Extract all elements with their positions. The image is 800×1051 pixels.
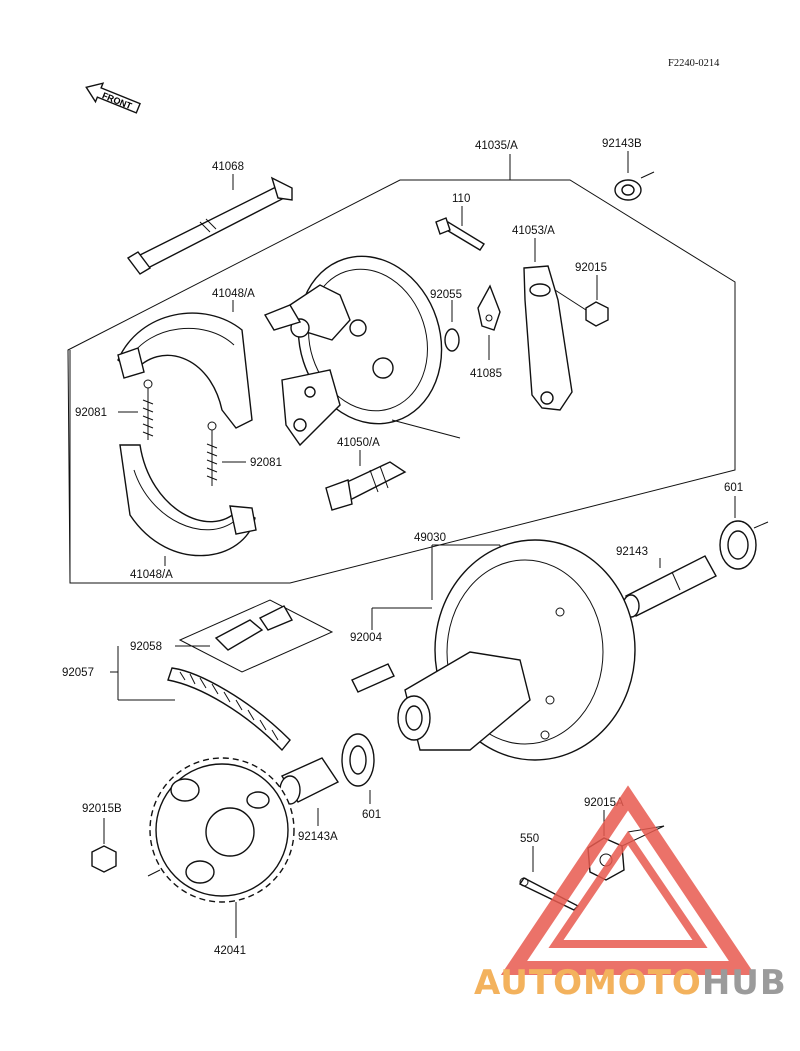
bearing-601-bottom — [341, 733, 375, 804]
label-92143B: 92143B — [602, 138, 642, 150]
label-110: 110 — [452, 193, 470, 205]
label-92015A: 92015A — [584, 797, 624, 809]
label-49030: 49030 — [414, 532, 446, 544]
label-41053A: 41053/A — [512, 225, 555, 237]
label-92015B: 92015B — [82, 803, 122, 815]
label-92143: 92143 — [616, 546, 648, 558]
label-92058: 92058 — [130, 641, 162, 653]
label-601-top: 601 — [724, 482, 743, 494]
indicator-41085 — [477, 284, 501, 360]
collar-92143B — [614, 151, 655, 201]
front-label: FRONT — [101, 90, 134, 111]
brake-cam-41050A — [325, 419, 461, 511]
label-92057: 92057 — [62, 667, 94, 679]
figure-code: F2240-0214 — [668, 58, 720, 69]
spring-92081-left — [142, 379, 154, 440]
drive-chain-92057 — [110, 646, 291, 752]
label-92015: 92015 — [575, 262, 607, 274]
stud-92004 — [351, 607, 432, 693]
label-41048A-bottom: 41048/A — [130, 569, 173, 581]
label-41068: 41068 — [212, 161, 244, 173]
label-41048A-top: 41048/A — [212, 288, 255, 300]
spring-92081-right — [206, 421, 218, 486]
cam-lever-41053A — [523, 238, 573, 411]
label-550: 550 — [520, 833, 539, 845]
collar-92143 — [622, 555, 717, 618]
front-arrow-icon: FRONT — [85, 82, 141, 114]
label-92143A: 92143A — [298, 831, 338, 843]
label-41085: 41085 — [470, 368, 502, 380]
oring-92055 — [444, 300, 460, 352]
svg-text:AUTOMOTOHUB: AUTOMOTOHUB — [474, 963, 787, 1003]
shaft-41068 — [126, 174, 293, 275]
brake-shoe-top — [117, 300, 253, 429]
label-92081-right: 92081 — [250, 457, 282, 469]
brake-assembly-outline — [67, 179, 736, 584]
watermark-logo: AUTOMOTOHUB — [474, 785, 787, 1003]
watermark-text-2: HUB — [702, 963, 787, 1003]
bearing-601-top — [719, 496, 769, 570]
watermark-text-1: AUTOMOTO — [474, 963, 702, 1003]
chain-joint-92058 — [175, 599, 334, 673]
label-42041: 42041 — [214, 945, 246, 957]
bolt-110 — [435, 206, 485, 251]
label-41050A: 41050/A — [337, 437, 380, 449]
label-92055: 92055 — [430, 289, 462, 301]
label-41035A: 41035/A — [475, 140, 518, 152]
brake-panel — [263, 255, 443, 447]
wheel-hub-49030 — [397, 539, 636, 761]
sprocket-42041 — [147, 757, 295, 938]
label-92081-left: 92081 — [75, 407, 107, 419]
label-601-bottom: 601 — [362, 809, 381, 821]
label-92004: 92004 — [350, 632, 383, 644]
brake-shoe-bottom — [119, 444, 257, 566]
nut-92015 — [554, 275, 609, 327]
nut-92015B — [91, 818, 117, 873]
